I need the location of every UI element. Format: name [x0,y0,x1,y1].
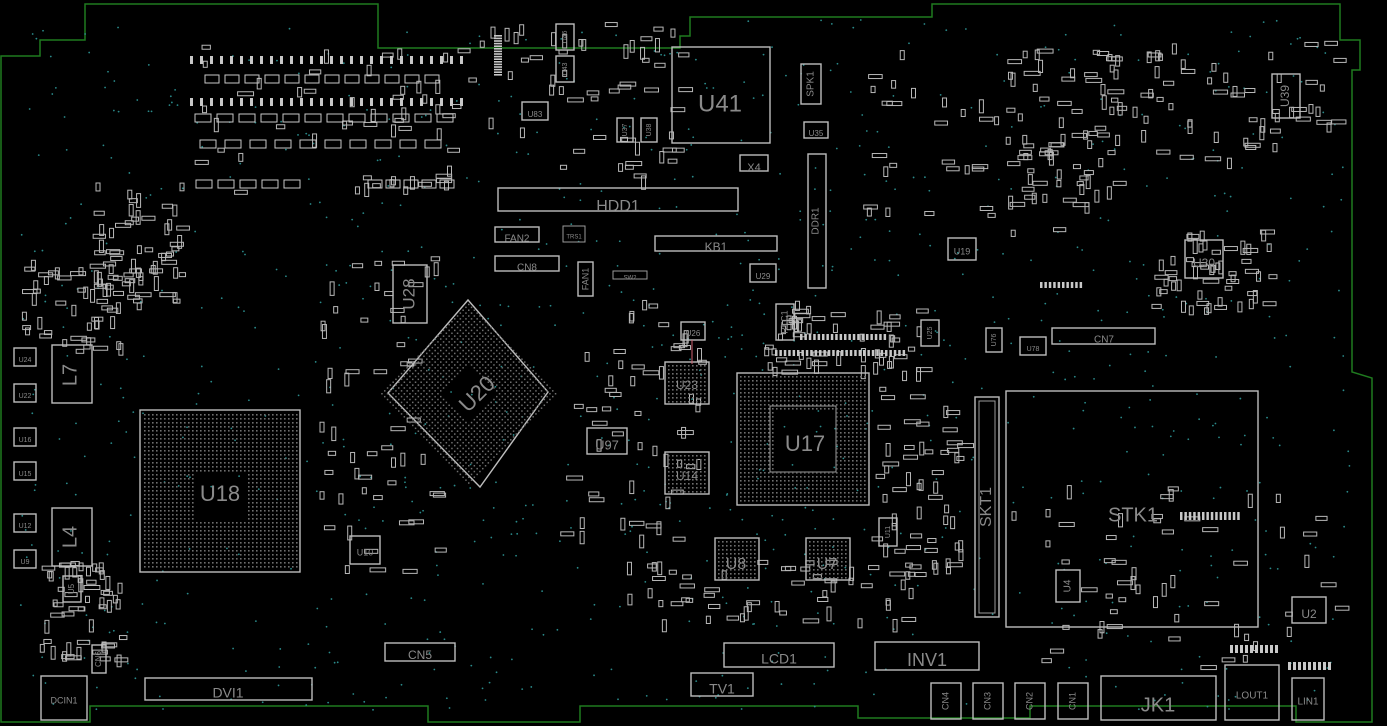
ref-l7: L7 [59,364,81,386]
ref-u39: U39 [1278,85,1292,107]
passive-components [22,23,1349,670]
ref-cn1: CN1 [1067,692,1077,710]
ref-u14: U14 [676,469,698,483]
ref-u2: U2 [1301,607,1317,621]
ref-inv1: INV1 [907,650,947,670]
ref-cn7: CN7 [1094,335,1114,346]
ref-u41: U41 [698,90,742,117]
ref-fan2: FAN2 [504,234,529,245]
ref-tv1: TV1 [709,681,735,697]
ref-u15: U15 [19,471,32,478]
ref-lcd1: LCD1 [761,651,797,667]
ref-cn3: CN3 [982,692,992,710]
ref-fan1: FAN1 [580,268,590,291]
ref-stk1: STK1 [1108,504,1158,526]
ref-lout1: LOUT1 [1236,691,1269,702]
ref-u28: U28 [399,278,418,309]
ref-u24: U24 [19,357,32,364]
ref-u37: U37 [622,123,629,136]
ref-u16: U16 [19,437,32,444]
ref-u29: U29 [756,272,771,281]
ref-cn5: CN5 [408,648,432,662]
ref-u43: U43 [562,62,569,75]
ref-lin1: LIN1 [1297,697,1319,708]
ref-cn2: CN2 [1024,692,1034,710]
ref-u7: U7 [817,556,838,573]
ref-u83: U83 [528,110,543,119]
ref-u19: U19 [954,246,971,256]
ref-u76: U76 [991,333,998,346]
ref-u30: U30 [1193,256,1215,270]
ref-l4: L4 [59,526,81,548]
via-field [20,19,1350,711]
ref-u4: U4 [1063,579,1074,592]
ref-ddr1: DDR1 [811,207,822,235]
ref-u8: U8 [726,556,747,573]
ref-kb1: KB1 [705,240,728,254]
ref-x4: X4 [747,162,760,174]
ref-dvi1: DVI1 [212,685,243,701]
ref-rtc1: RTC1 [779,310,789,333]
ref-cn4: CN4 [940,692,950,710]
ref-u11: U11 [885,526,892,538]
ref-u38: U38 [646,123,653,136]
ref-u12: U12 [19,523,32,530]
ref-u35: U35 [809,129,824,138]
ref-skt1: SKT1 [978,487,995,527]
ref-spk1: SPK1 [806,71,817,97]
ref-u46: U46 [562,30,569,43]
ref-dcin1: DCIN1 [50,695,77,705]
ref-cn8: CN8 [517,263,537,274]
small-chips-left [14,348,36,568]
ref-u78: U78 [1027,346,1040,353]
ref-u22: U22 [19,393,32,400]
ref-trs1: TRS1 [566,235,582,241]
ref-u23: U23 [676,378,698,392]
ref-u5: U5 [67,583,76,594]
ref-hdd1: HDD1 [596,198,640,215]
ref-u10: U10 [357,547,374,557]
ref-sw2: SW2 [623,276,637,282]
ref-u9: U9 [21,559,30,566]
ref-jk1: JK1 [1141,694,1175,716]
ref-u20: U20 [454,371,500,417]
ref-u17: U17 [785,431,825,456]
ref-u97: U97 [595,437,619,452]
ref-u25: U25 [927,326,934,339]
ref-cn6: CN6 [94,650,103,667]
ref-u18: U18 [200,481,240,506]
ref-u26: U26 [686,329,701,338]
